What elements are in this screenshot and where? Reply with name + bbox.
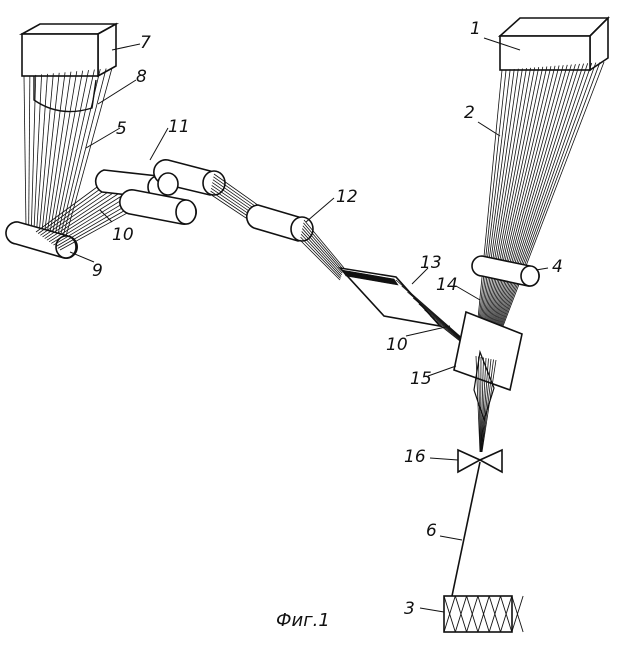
valve-16 bbox=[457, 448, 503, 474]
filament-sheet-12-13 bbox=[299, 219, 345, 281]
plate-13 bbox=[337, 266, 443, 328]
label-15: 15 bbox=[410, 369, 432, 389]
label-14: 14 bbox=[436, 275, 458, 295]
label-12: 12 bbox=[336, 187, 358, 207]
label-1: 1 bbox=[470, 19, 481, 39]
creel-7 bbox=[18, 22, 120, 113]
roller-group-11 bbox=[94, 159, 226, 225]
converging-strands bbox=[475, 355, 497, 453]
creel-1 bbox=[497, 16, 610, 72]
label-11: 11 bbox=[168, 117, 190, 137]
yarn-6 bbox=[451, 461, 481, 597]
filament-fan-5 bbox=[23, 67, 113, 237]
roller-9 bbox=[5, 221, 78, 259]
roller-12 bbox=[245, 204, 314, 242]
package-3 bbox=[443, 595, 524, 633]
label-7: 7 bbox=[140, 33, 151, 53]
leader-lines bbox=[69, 37, 549, 613]
label-9: 9 bbox=[92, 261, 103, 281]
roller-4 bbox=[471, 255, 540, 287]
label-3: 3 bbox=[404, 599, 415, 619]
label-16: 16 bbox=[404, 447, 426, 467]
label-10-lower: 10 bbox=[386, 335, 408, 355]
label-6: 6 bbox=[426, 521, 437, 541]
label-13: 13 bbox=[420, 253, 442, 273]
label-10-upper: 10 bbox=[112, 225, 134, 245]
filament-fan-2 bbox=[473, 61, 605, 361]
label-5: 5 bbox=[116, 119, 127, 139]
labels: 1 2 3 4 5 6 7 8 9 10 10 11 12 13 14 15 1… bbox=[92, 19, 563, 631]
figure-caption: Фиг.1 bbox=[276, 610, 330, 631]
label-8: 8 bbox=[136, 67, 147, 87]
label-2: 2 bbox=[464, 103, 475, 123]
label-4: 4 bbox=[552, 257, 563, 277]
